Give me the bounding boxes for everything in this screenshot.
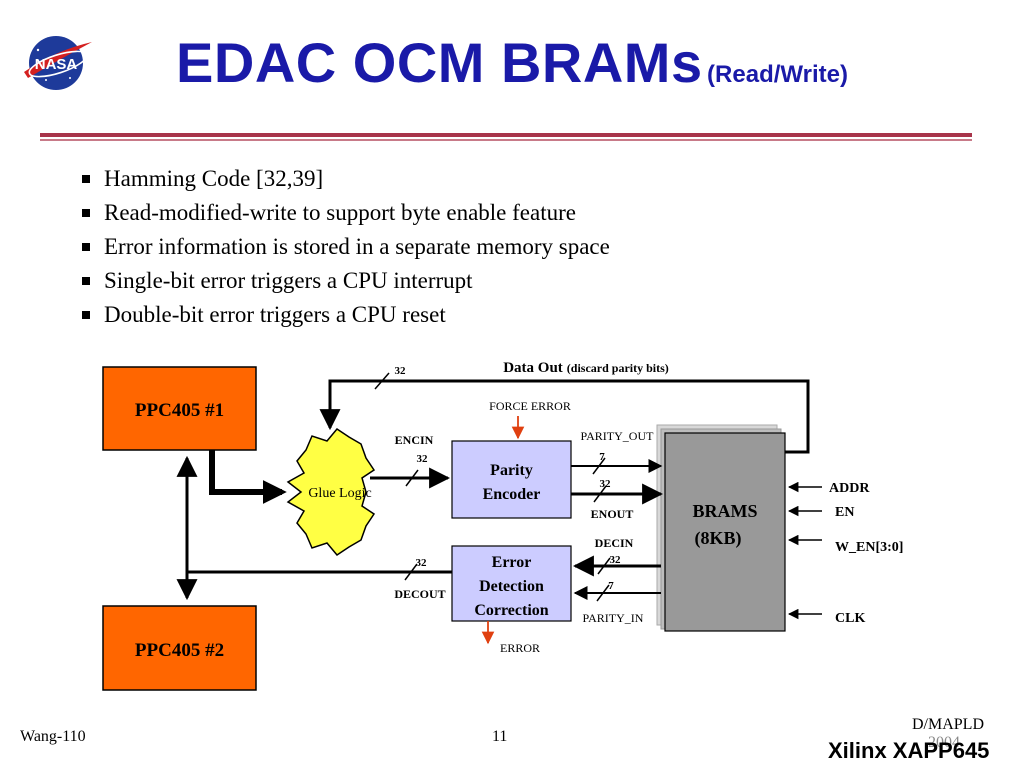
page-title: EDAC OCM BRAMs (Read/Write) xyxy=(0,30,1024,95)
error-label: ERROR xyxy=(500,641,540,655)
parity-in-label: PARITY_IN xyxy=(583,611,644,625)
clk-label: CLK xyxy=(835,611,865,626)
decin-label: DECIN xyxy=(595,536,634,550)
bullet-square-icon xyxy=(82,242,90,251)
ppc405-2-label: PPC405 #2 xyxy=(135,640,224,661)
bus-width-encin: 32 xyxy=(417,453,429,465)
bullet-item: Error information is stored in a separat… xyxy=(82,230,610,264)
ppc405-1-label: PPC405 #1 xyxy=(135,400,224,421)
bus-slash xyxy=(597,557,611,575)
data-out-label: Data Out (discard parity bits) xyxy=(503,359,669,376)
parity-encoder-block xyxy=(451,440,572,519)
bullet-square-icon xyxy=(82,174,90,183)
bullet-item: Double-bit error triggers a CPU reset xyxy=(82,298,610,332)
bullet-square-icon xyxy=(82,276,90,285)
bus-width-parity-out: 7 xyxy=(599,451,605,463)
ppc405-1-block xyxy=(102,366,257,451)
ppc1-to-glue-arrow xyxy=(209,450,287,504)
encin-label: ENCIN xyxy=(395,433,434,447)
brams-label-1: BRAMS xyxy=(692,501,757,521)
footer-brand: Xilinx XAPP645 xyxy=(828,738,990,763)
bus-slash xyxy=(592,457,606,475)
bullet-item: Read-modified-write to support byte enab… xyxy=(82,196,610,230)
footer-left: Wang-110 xyxy=(20,728,86,745)
logo-text: NASA xyxy=(35,56,78,73)
edc-label-2: Detection xyxy=(479,578,544,595)
title-divider-thin xyxy=(40,139,972,141)
enout-label: ENOUT xyxy=(591,507,634,521)
force-error-label: FORCE ERROR xyxy=(489,399,571,413)
bus-width-enout: 32 xyxy=(600,478,612,490)
bus-slash xyxy=(374,372,390,390)
bus-slash xyxy=(404,563,418,581)
parity-encoder-label-2: Encoder xyxy=(483,486,541,503)
bullet-item: Single-bit error triggers a CPU interrup… xyxy=(82,264,610,298)
bullet-square-icon xyxy=(82,310,90,319)
parity-encoder-label-1: Parity xyxy=(490,462,533,479)
bus-slash xyxy=(596,584,610,602)
bullet-list: Hamming Code [32,39] Read-modified-write… xyxy=(82,162,610,332)
data-out-path xyxy=(319,379,810,454)
edc-block xyxy=(451,545,572,622)
parity-out-label: PARITY_OUT xyxy=(581,429,655,443)
title-main: EDAC OCM BRAMs xyxy=(176,31,703,94)
edc-label-3: Correction xyxy=(474,602,548,619)
bullet-item: Hamming Code [32,39] xyxy=(82,162,610,196)
decout-label: DECOUT xyxy=(394,587,445,601)
glue-logic-label: Glue Logic xyxy=(308,486,371,501)
bullet-square-icon xyxy=(82,208,90,217)
en-label: EN xyxy=(835,505,854,520)
brams-block xyxy=(664,432,786,632)
brams-label-2: (8KB) xyxy=(695,528,742,549)
bus-width-parity-in: 7 xyxy=(608,580,614,592)
footer-right-under: 2004 xyxy=(928,734,960,751)
bus-width-decin: 32 xyxy=(610,554,622,566)
title-sub: (Read/Write) xyxy=(707,61,848,88)
title-divider xyxy=(40,133,972,137)
glue-logic-star xyxy=(286,428,376,556)
nasa-logo: NASA xyxy=(24,36,92,90)
bus-slash xyxy=(593,485,607,503)
w-en-label: W_EN[3:0] xyxy=(835,540,903,555)
ppc405-2-block xyxy=(102,605,257,691)
edc-label-1: Error xyxy=(492,554,532,571)
addr-label: ADDR xyxy=(829,481,870,496)
bus-width-decout: 32 xyxy=(416,557,428,569)
bus-slash xyxy=(405,469,419,487)
footer-right-top: D/MAPLD xyxy=(912,716,985,733)
bus-width-top: 32 xyxy=(395,365,407,377)
page-number: 11 xyxy=(492,728,508,745)
